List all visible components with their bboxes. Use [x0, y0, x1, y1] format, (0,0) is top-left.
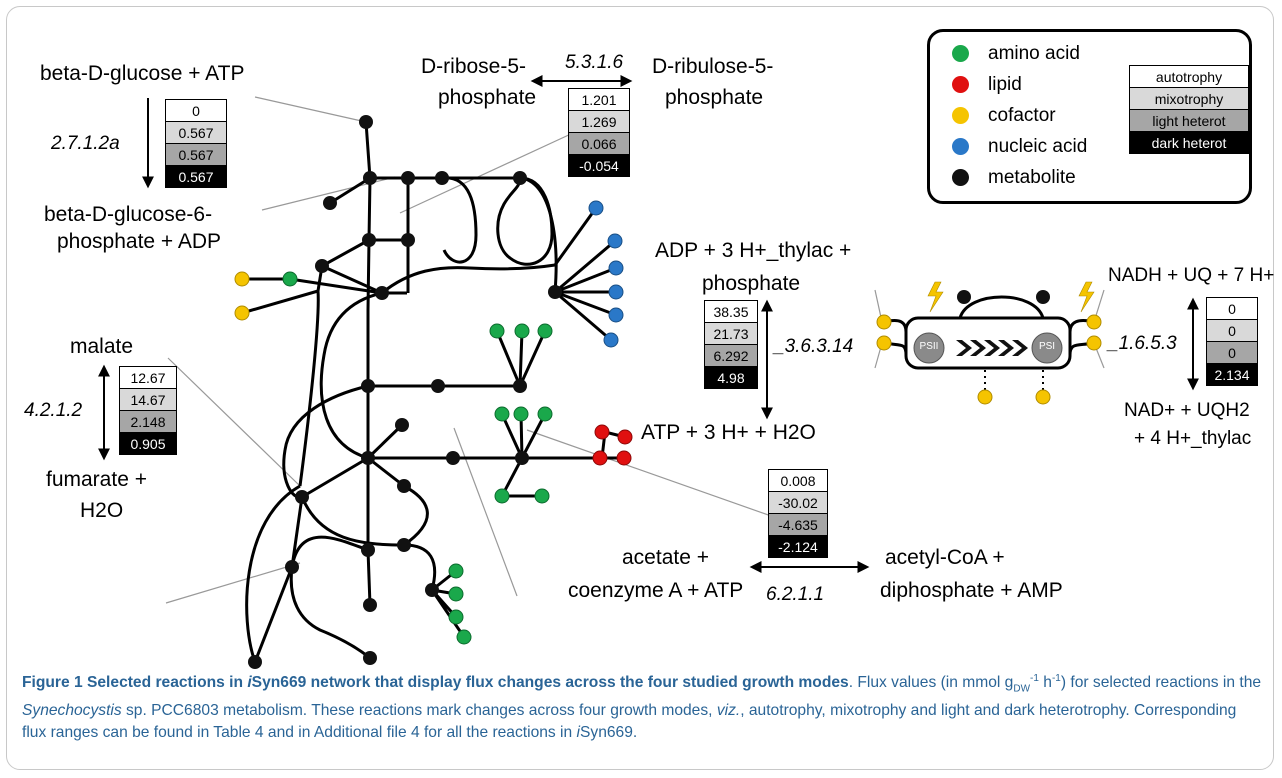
- growth-mode-legend: autotrophy mixotrophy light heterot dark…: [1129, 65, 1249, 154]
- atp-synthase-bottom: ATP + 3 H+ + H2O: [641, 421, 816, 444]
- amino-acid-dot-icon: [952, 45, 969, 62]
- atp-synthase-top-line2: phosphate: [702, 272, 801, 295]
- acetate-ec-number: 6.2.1.1: [766, 584, 825, 605]
- psi-label: PSI: [1038, 341, 1056, 352]
- figure-frame: [6, 6, 1274, 770]
- nadh-bottom-line2: + 4 H+_thylac: [1134, 428, 1252, 449]
- acetate-right-line2: diphosphate + AMP: [880, 579, 1063, 602]
- lipid-nodes: [592, 424, 633, 466]
- ribose-flux-table: 1.201 1.269 0.066 -0.054: [568, 88, 630, 177]
- flux-mixotrophy: 21.73: [704, 322, 758, 345]
- malate-bottom-line1: fumarate +: [46, 468, 147, 491]
- nadh-flux-table: 0 0 0 2.134: [1206, 297, 1258, 386]
- glucose-substrate: beta-D-glucose + ATP: [40, 62, 245, 85]
- cofactor-nodes: [234, 271, 250, 321]
- flux-dark-heterotrophy: 2.134: [1206, 363, 1258, 386]
- flux-dark-heterotrophy: 0.905: [119, 432, 177, 455]
- malate-ec-number: 4.2.1.2: [24, 400, 83, 421]
- glucose-ec-number: 2.7.1.2a: [51, 133, 120, 154]
- nadh-bottom-line1: NAD+ + UQH2: [1124, 400, 1250, 421]
- metabolite-dot-icon: [952, 169, 969, 186]
- atp-synthase-flux-table: 38.35 21.73 6.292 4.98: [704, 300, 758, 389]
- figure-caption: Figure 1 Selected reactions in iSyn669 n…: [22, 673, 1262, 742]
- flux-light-heterotrophy: 2.148: [119, 410, 177, 433]
- lipid-dot-icon: [952, 76, 969, 93]
- flux-mixotrophy: -30.02: [768, 491, 828, 514]
- malate-top: malate: [70, 335, 134, 358]
- nucleic-acid-dot-icon: [952, 138, 969, 155]
- nadh-top: NADH + UQ + 7 H+: [1108, 265, 1275, 286]
- ribose-right-line2: phosphate: [665, 86, 764, 109]
- flux-mixotrophy: 14.67: [119, 388, 177, 411]
- legend: amino acid lipid cofactor nucleic acid m…: [927, 29, 1252, 204]
- mode-light-heterotrophy: light heterot: [1129, 109, 1249, 132]
- photosystem-box: [876, 281, 1102, 405]
- flux-dark-heterotrophy: 0.567: [165, 165, 227, 188]
- malate-bottom-line2: H2O: [80, 499, 124, 522]
- nadh-ec-number: _1.6.5.3: [1108, 333, 1177, 354]
- ribose-left-line1: D-ribose-5-: [421, 55, 527, 78]
- lightning-icon: [927, 281, 944, 313]
- amino-acid-nodes: [282, 271, 553, 645]
- acetate-left-line2: coenzyme A + ATP: [568, 579, 744, 602]
- acetate-flux-table: 0.008 -30.02 -4.635 -2.124: [768, 469, 828, 558]
- metabolite-nodes: [248, 115, 562, 669]
- flux-dark-heterotrophy: -2.124: [768, 535, 828, 558]
- flux-light-heterotrophy: 0.567: [165, 143, 227, 166]
- flux-dark-heterotrophy: 4.98: [704, 366, 758, 389]
- flux-autotrophy: 0: [165, 99, 227, 122]
- flux-mixotrophy: 0: [1206, 319, 1258, 342]
- glucose-product-line1: beta-D-glucose-6-: [44, 203, 213, 226]
- flux-light-heterotrophy: 6.292: [704, 344, 758, 367]
- flux-autotrophy: 12.67: [119, 366, 177, 389]
- flux-mixotrophy: 0.567: [165, 121, 227, 144]
- atp-synthase-ec-number: _3.6.3.14: [774, 336, 854, 357]
- glucose-product-line2: phosphate + ADP: [57, 230, 222, 253]
- psii-label: PSII: [919, 341, 939, 352]
- acetate-left-line1: acetate +: [622, 546, 709, 569]
- mode-autotrophy: autotrophy: [1129, 65, 1249, 88]
- flux-light-heterotrophy: 0: [1206, 341, 1258, 364]
- nucleic-acid-nodes: [588, 200, 624, 348]
- flux-autotrophy: 1.201: [568, 88, 630, 111]
- mode-dark-heterotrophy: dark heterot: [1129, 131, 1249, 154]
- ribose-left-line2: phosphate: [438, 86, 537, 109]
- flux-light-heterotrophy: 0.066: [568, 132, 630, 155]
- acetate-right-line1: acetyl-CoA +: [885, 546, 1005, 569]
- malate-flux-table: 12.67 14.67 2.148 0.905: [119, 366, 177, 455]
- flux-autotrophy: 0.008: [768, 469, 828, 492]
- flux-autotrophy: 38.35: [704, 300, 758, 323]
- cofactor-dot-icon: [952, 107, 969, 124]
- flux-dark-heterotrophy: -0.054: [568, 154, 630, 177]
- glucose-flux-table: 0 0.567 0.567 0.567: [165, 99, 227, 188]
- atp-synthase-top-line1: ADP + 3 H+_thylac +: [655, 239, 852, 262]
- flux-light-heterotrophy: -4.635: [768, 513, 828, 536]
- flux-autotrophy: 0: [1206, 297, 1258, 320]
- ribose-ec-number: 5.3.1.6: [565, 52, 624, 73]
- flux-mixotrophy: 1.269: [568, 110, 630, 133]
- ribose-right-line1: D-ribulose-5-: [652, 55, 774, 78]
- mode-mixotrophy: mixotrophy: [1129, 87, 1249, 110]
- leader-lines: [165, 96, 1105, 604]
- lightning-icon: [1078, 281, 1095, 313]
